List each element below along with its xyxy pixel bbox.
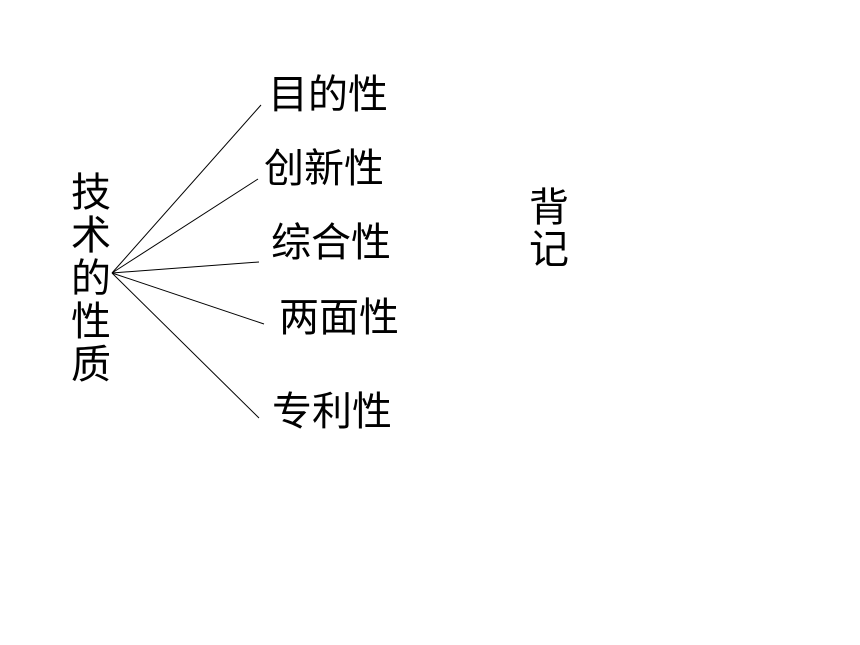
vertical-char: 技 <box>71 170 111 216</box>
root-node: 技术的性质 <box>70 173 112 388</box>
vertical-char: 质 <box>71 342 111 388</box>
vertical-char: 的 <box>71 256 111 302</box>
vertical-char: 性 <box>71 299 111 345</box>
branch-node-1: 创新性 <box>264 146 384 192</box>
connector-line-3 <box>111 272 265 325</box>
vertical-char: 术 <box>71 213 111 259</box>
connector-line-1 <box>111 178 259 274</box>
branch-node-3: 两面性 <box>279 295 399 341</box>
branch-node-0: 目的性 <box>268 72 388 118</box>
connector-line-0 <box>111 104 262 274</box>
branch-node-4: 专利性 <box>272 389 392 435</box>
connector-line-4 <box>111 272 260 419</box>
memorize-note: 背记 <box>528 188 570 272</box>
connector-line-2 <box>111 261 260 274</box>
vertical-char: 记 <box>529 227 569 273</box>
vertical-char: 背 <box>529 185 569 231</box>
branch-node-2: 综合性 <box>271 220 391 266</box>
